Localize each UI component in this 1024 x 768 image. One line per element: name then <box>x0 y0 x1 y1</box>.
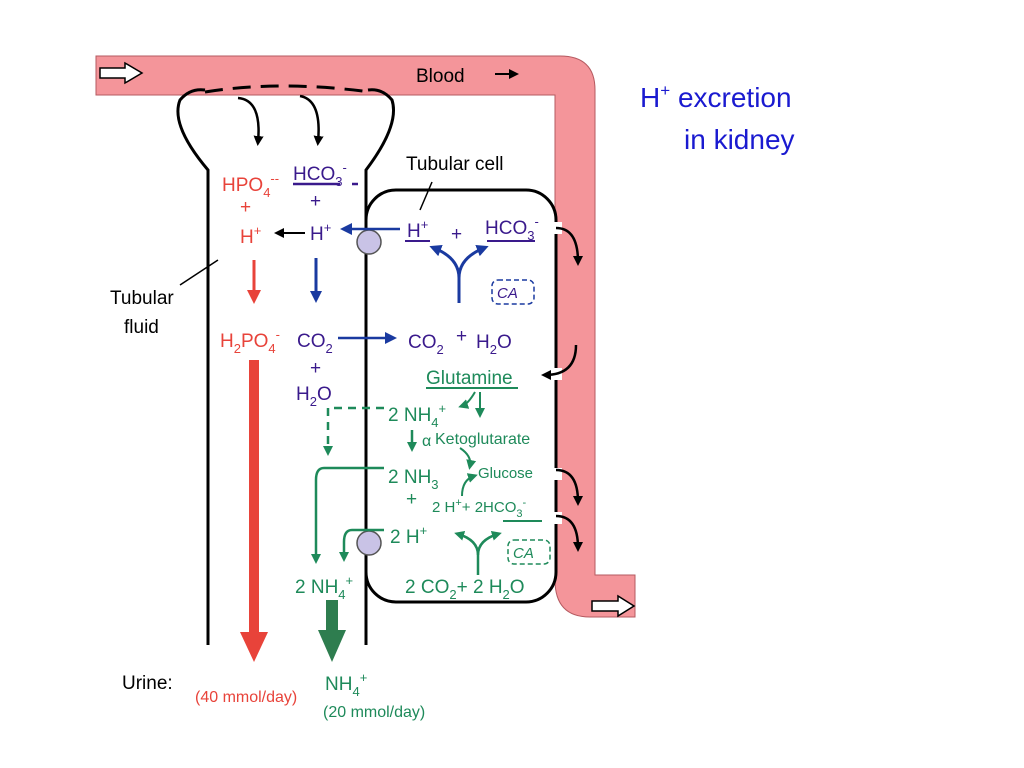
nh3-diffusion-arrow-icon <box>311 466 384 564</box>
urine-label: Urine: <box>122 673 173 694</box>
tubular-fluid-label-2: fluid <box>124 317 159 338</box>
h-plus-bicarb: H+ <box>310 220 331 245</box>
ca-split-arrow-right-icon <box>457 245 489 279</box>
tubular-fluid-pointer <box>179 259 219 286</box>
blood-inflow-arrow-icon <box>99 61 144 85</box>
tubular-cell-label: Tubular cell <box>406 154 504 175</box>
two-h-plus-2hco3-label: 2 H++ 2HCO3- <box>432 497 527 520</box>
blood-outflow-arrow-icon <box>591 594 636 618</box>
glutamine-label: Glutamine <box>426 368 513 389</box>
alpha-symbol: α <box>422 433 431 450</box>
capillary-dashes <box>204 84 371 94</box>
hco3-cell-label: HCO3- <box>485 214 539 243</box>
ammonium-excretion-arrowhead-icon <box>318 630 346 662</box>
glomerulus-outline <box>176 88 210 645</box>
co2-plus-sign: + <box>310 358 321 379</box>
ca-label-1: CA <box>497 285 518 302</box>
nh4-dashed-arrow-icon <box>323 406 384 456</box>
h2o-lumen-label: H2O <box>296 384 332 409</box>
glucose-branch-arrow-icon <box>461 473 478 497</box>
filtration-arrow-right-icon <box>299 94 324 146</box>
two-h-plus-label: 2 H+ <box>390 523 427 548</box>
co2-lumen-label: CO2 <box>297 331 333 356</box>
glucose-label: Glucose <box>478 465 533 482</box>
glutamine-from-blood-arrow-icon <box>541 344 578 380</box>
cell-plus-sign: + <box>451 224 462 245</box>
tubular-cell-pointer <box>419 181 433 211</box>
ca-label-2: CA <box>513 545 534 562</box>
h2o-cell-label: H2O <box>476 332 512 357</box>
filtration-arrow-left-icon <box>237 96 264 146</box>
bicarb-plus-sign: + <box>310 191 321 212</box>
co2-cell-plus-sign: + <box>456 326 467 347</box>
tubular-fluid-label-1: Tubular <box>110 288 174 309</box>
glucose-to-blood-arrow-icon <box>555 468 583 506</box>
urine-nh4-label: NH4+ <box>325 670 367 699</box>
blood-vessel <box>95 55 636 618</box>
ketoglutarate-label: Ketoglutarate <box>435 431 530 448</box>
co2-cell-label: CO2 <box>408 332 444 357</box>
ca-split-2-right-arrow-icon <box>476 530 502 556</box>
hco3-lumen-label: HCO3- <box>293 160 347 189</box>
glomerulus-outline-right <box>364 88 395 645</box>
ketoglutarate-to-glucose-arrow-icon <box>459 447 477 470</box>
h2po4-label: H2PO4- <box>220 327 280 356</box>
urine-ammonium-rate: (20 mmol/day) <box>323 704 425 721</box>
transporter-2-icon <box>356 530 382 556</box>
h-plus-cell: H+ <box>407 217 428 242</box>
hpo4-label: HPO4-- <box>222 171 279 200</box>
ca-split-arrow-icon <box>429 245 461 303</box>
ca-enzyme-box-1 <box>491 279 535 305</box>
hco3-to-blood-arrow-1-icon <box>555 226 583 266</box>
tubular-cell-box <box>364 188 558 604</box>
h-secretion-2-arrow-icon <box>339 528 384 562</box>
phosphate-plus-sign: + <box>240 197 251 218</box>
two-nh3-label: 2 NH3 <box>388 467 439 492</box>
hco3-to-blood-arrow-2-icon <box>555 514 583 552</box>
ca-split-2-arrow-icon <box>454 530 480 575</box>
glutamine-branch-arrow-icon <box>458 391 476 409</box>
ca-enzyme-box-2 <box>507 539 551 565</box>
urine-phosphate-rate: (40 mmol/day) <box>195 689 297 706</box>
title-line1: H+ excretion <box>640 81 792 113</box>
transporter-1-icon <box>356 229 382 255</box>
phosphate-excretion-arrowhead-icon <box>240 632 268 662</box>
two-co2-h2o-label: 2 CO2+ 2 H2O <box>405 577 525 602</box>
blood-label: Blood <box>416 66 465 87</box>
h-plus-phosphate: H+ <box>240 223 261 248</box>
two-nh4-cell-label: 2 NH4+ <box>388 401 446 430</box>
two-nh4-lumen-label: 2 NH4+ <box>295 573 353 602</box>
title-line2: in kidney <box>684 124 795 155</box>
nh3-plus-sign: + <box>406 489 417 510</box>
